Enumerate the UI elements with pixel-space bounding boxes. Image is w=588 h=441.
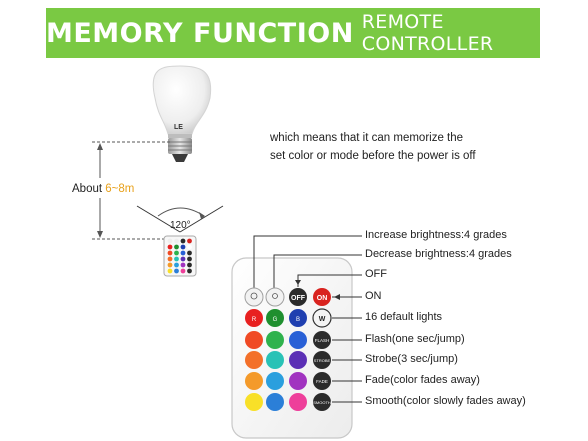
blue-button[interactable]: B [289, 309, 307, 327]
small-remote-key [180, 256, 186, 262]
svg-text:FADE: FADE [316, 379, 328, 384]
color-button[interactable] [266, 351, 284, 369]
svg-text:R: R [252, 317, 257, 323]
small-remote-key [180, 262, 186, 268]
memory-text-line1: which means that it can memorize the [270, 132, 464, 144]
small-remote-key [187, 256, 192, 262]
small-remote-key [180, 238, 186, 244]
color-button[interactable] [245, 351, 263, 369]
dim-icon [272, 293, 278, 299]
smooth-button[interactable]: SMOOTH [313, 393, 331, 411]
distance-range: 6~8m [105, 183, 135, 195]
callout-smooth: Smooth(color slowly fades away) [365, 395, 526, 407]
svg-text:W: W [319, 316, 326, 323]
header-banner: MEMORY FUNCTION REMOTE CONTROLLER [46, 8, 540, 58]
small-remote-key [174, 238, 179, 244]
small-remote-key [167, 256, 173, 262]
brightness-down-button[interactable] [265, 287, 285, 307]
color-button[interactable] [289, 393, 307, 411]
off-button-label: OFF [291, 295, 306, 302]
small-remote-key [180, 244, 186, 250]
red-button[interactable]: R [245, 309, 263, 327]
distance-prefix: About [72, 183, 106, 195]
header-subtitle: REMOTE CONTROLLER [361, 11, 494, 55]
color-button[interactable] [245, 331, 263, 349]
small-remote-key [187, 244, 192, 250]
fade-button[interactable]: FADE [313, 372, 331, 390]
white-button[interactable]: W [312, 308, 332, 328]
green-button[interactable]: G [266, 309, 284, 327]
svg-text:STROBE: STROBE [314, 358, 331, 363]
small-remote-key [174, 256, 179, 262]
color-button[interactable] [245, 393, 263, 411]
color-button[interactable] [266, 331, 284, 349]
small-remote-key [167, 238, 173, 244]
bulb-icon [152, 65, 212, 162]
small-remote-key [167, 262, 173, 268]
svg-text:SMOOTH: SMOOTH [313, 400, 331, 405]
on-button[interactable]: ON [313, 288, 331, 306]
callout-default-lights: 16 default lights [365, 311, 443, 323]
color-button[interactable] [289, 351, 307, 369]
callout-on: ON [365, 290, 382, 302]
color-button[interactable] [289, 331, 307, 349]
memory-text-line2: set color or mode before the power is of… [270, 150, 476, 162]
color-button[interactable] [245, 372, 263, 390]
header-title-word2: FUNCTION [193, 17, 354, 49]
callout-fade: Fade(color fades away) [365, 374, 480, 386]
callout-off: OFF [365, 268, 387, 280]
callout-decrease-brightness: Decrease brightness:4 grades [365, 248, 512, 260]
color-button[interactable] [266, 393, 284, 411]
callout-flash: Flash(one sec/jump) [365, 333, 465, 345]
small-remote-key [167, 250, 173, 256]
angle-label: 120° [170, 220, 191, 231]
flash-button[interactable]: FLASH [313, 331, 331, 349]
distance-label: About 6~8m [72, 183, 134, 195]
bulb-logo: LE [174, 124, 183, 131]
small-remote-key [180, 268, 186, 274]
callout-strobe: Strobe(3 sec/jump) [365, 353, 458, 365]
small-remote-key [167, 244, 173, 250]
sun-icon [250, 292, 258, 300]
header-title-word1: MEMORY [46, 17, 183, 49]
small-remote-key [174, 244, 179, 250]
off-button[interactable]: OFF [289, 288, 307, 306]
brightness-up-button[interactable] [244, 287, 264, 307]
distance-arrow [92, 141, 170, 240]
small-remote-key [180, 250, 186, 256]
callout-increase-brightness: Increase brightness:4 grades [365, 229, 507, 241]
small-remote-key [187, 238, 192, 244]
color-button[interactable] [289, 372, 307, 390]
small-remote-key [187, 268, 192, 274]
small-remote-key [174, 262, 179, 268]
remote-buttons: OFF ON R G B W [244, 287, 332, 411]
small-remote-key [167, 268, 173, 274]
color-button[interactable] [266, 372, 284, 390]
strobe-button[interactable]: STROBE [313, 351, 331, 369]
small-remote-key [187, 262, 192, 268]
angle-indicator [136, 205, 224, 233]
svg-text:FLASH: FLASH [315, 338, 330, 343]
small-remote-key [174, 268, 179, 274]
small-remote-key [174, 250, 179, 256]
on-button-label: ON [317, 295, 328, 302]
small-remote-key [187, 250, 192, 256]
small-remote-icon [163, 235, 197, 277]
svg-text:B: B [296, 317, 300, 323]
svg-text:G: G [273, 317, 278, 323]
